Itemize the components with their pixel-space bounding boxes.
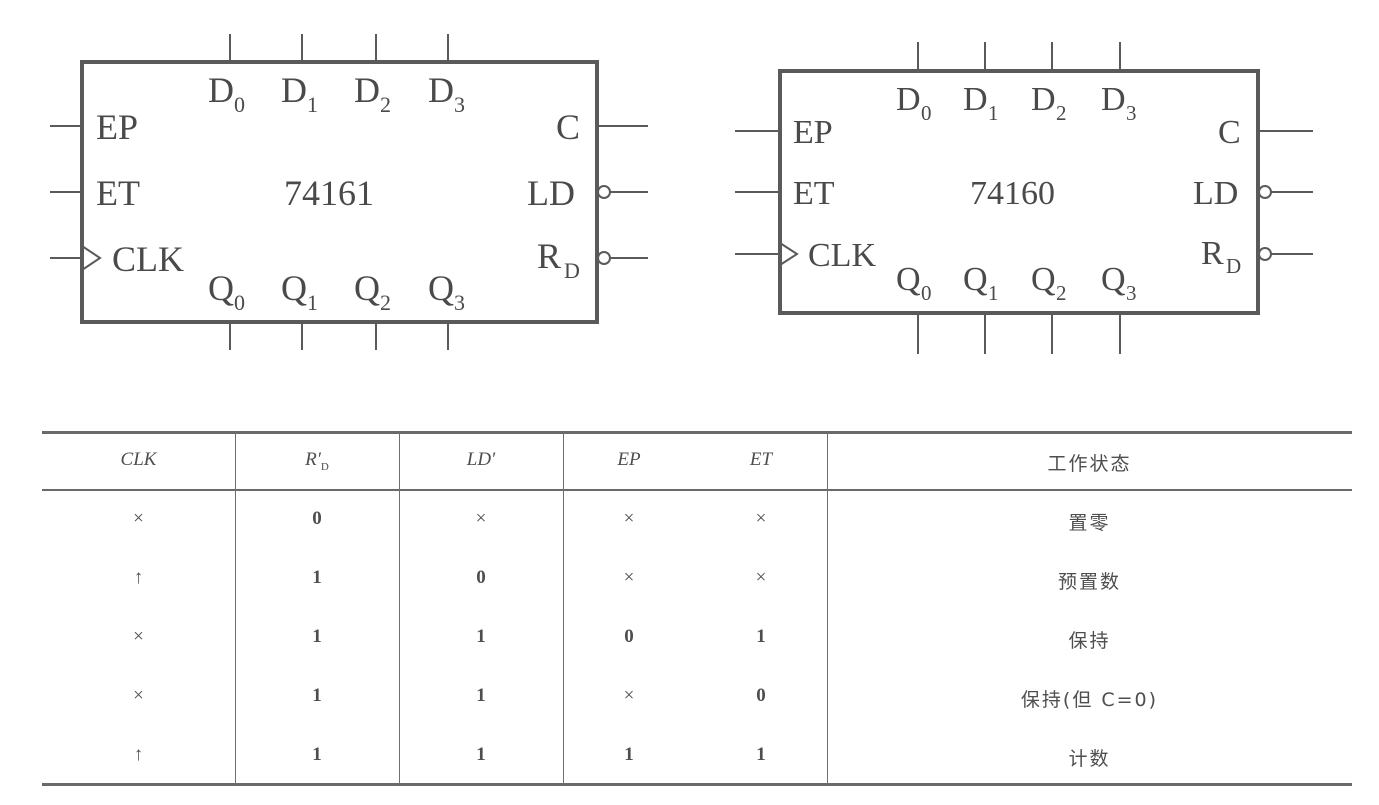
pin-c: C (1218, 114, 1241, 151)
pin-d1: D (963, 81, 988, 118)
svg-text:3: 3 (1126, 101, 1137, 125)
header-rd: R′D (305, 449, 329, 473)
svg-text:2: 2 (1056, 281, 1067, 305)
column-divider (399, 432, 400, 784)
svg-text:0: 0 (234, 290, 245, 315)
pin-ld: LD (527, 173, 575, 213)
pin-rd-sub: D (564, 258, 580, 283)
pin-q0: Q (896, 261, 921, 298)
pin-rd: R (537, 236, 561, 276)
header-et: ET (749, 449, 773, 470)
pin-q0: Q (208, 268, 234, 308)
svg-text:1: 1 (307, 92, 318, 117)
inversion-bubble-icon (1258, 247, 1272, 261)
pin-ep: EP (793, 114, 833, 151)
pin-d1: D (281, 70, 307, 110)
svg-text:3: 3 (454, 290, 465, 315)
inversion-bubble-icon (597, 251, 611, 265)
svg-text:0: 0 (921, 281, 932, 305)
pin-d3: D (1101, 81, 1126, 118)
inversion-bubble-icon (597, 185, 611, 199)
svg-text:3: 3 (454, 92, 465, 117)
svg-text:3: 3 (1126, 281, 1137, 305)
svg-text:1: 1 (307, 290, 318, 315)
table-bottom-rule (42, 783, 1352, 786)
counter-chip-diagrams: EP ET CLK 74161 C LD R D D 0 D 1 D 2 D 3… (50, 34, 1313, 354)
svg-text:2: 2 (380, 92, 391, 117)
pin-q1: Q (963, 261, 988, 298)
pin-ep: EP (96, 107, 138, 147)
pin-q1: Q (281, 268, 307, 308)
pin-clk: CLK (808, 237, 876, 274)
chip-label: 74161 (284, 173, 374, 213)
pin-ld: LD (1193, 175, 1238, 212)
pin-d2: D (1031, 81, 1056, 118)
clock-triangle-icon (779, 242, 799, 266)
column-divider (563, 432, 564, 784)
svg-text:0: 0 (921, 101, 932, 125)
pin-q2: Q (1031, 261, 1056, 298)
pin-d0: D (208, 70, 234, 110)
chip-74160-labels: EP ET CLK 74160 C LD R D D 0 D 1 D 2 D 3… (793, 81, 1241, 305)
pin-clk: CLK (112, 239, 184, 279)
pin-et: ET (96, 173, 140, 213)
header-ld: LD′ (466, 449, 496, 470)
pin-d0: D (896, 81, 921, 118)
column-divider (827, 432, 828, 784)
svg-text:0: 0 (234, 92, 245, 117)
header-clk: CLK (120, 449, 157, 470)
function-table: CLK R′D LD′ EP ET 工作状态 × 0 × × × 置零 ↑ 1 … (42, 431, 1352, 791)
chip-label: 74160 (970, 175, 1055, 212)
pin-q3: Q (428, 268, 454, 308)
pin-q3: Q (1101, 261, 1126, 298)
svg-text:1: 1 (988, 101, 999, 125)
inversion-bubble-icon (1258, 185, 1272, 199)
pin-d3: D (428, 70, 454, 110)
clock-triangle-icon (81, 245, 102, 271)
chip-74161 (50, 34, 648, 350)
header-state: 工作状态 (1047, 453, 1132, 475)
pin-d2: D (354, 70, 380, 110)
pin-et: ET (793, 175, 835, 212)
pin-q2: Q (354, 268, 380, 308)
header-ep: EP (617, 449, 641, 470)
svg-text:2: 2 (1056, 101, 1067, 125)
chip-74161-labels: EP ET CLK 74161 C LD R D D 0 D 1 D 2 D 3… (96, 70, 580, 315)
table-header-rule (42, 489, 1352, 491)
pin-rd-sub: D (1226, 254, 1241, 278)
table-top-rule (42, 431, 1352, 434)
svg-text:1: 1 (988, 281, 999, 305)
pin-rd: R (1201, 235, 1224, 272)
pin-c: C (556, 107, 580, 147)
column-divider (235, 432, 236, 784)
chip-74160 (735, 42, 1313, 354)
svg-text:2: 2 (380, 290, 391, 315)
